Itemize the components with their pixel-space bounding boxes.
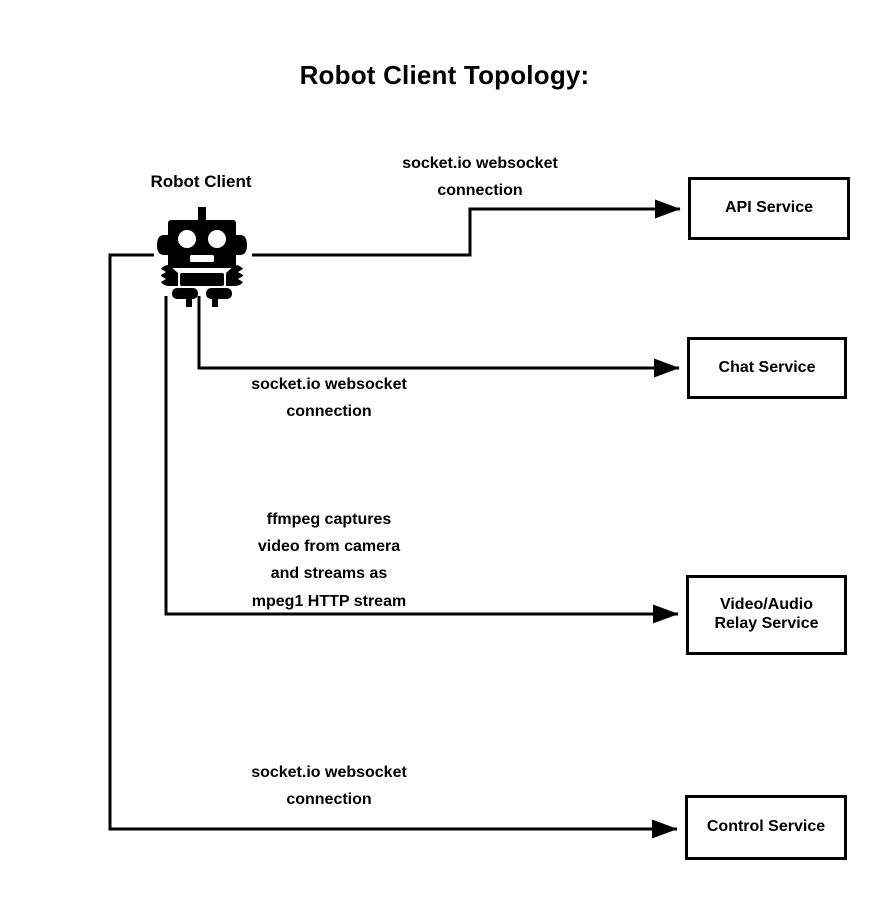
node-control-service[interactable]: Control Service: [685, 795, 847, 860]
node-api-service-label: API Service: [724, 199, 814, 217]
node-relay-service[interactable]: Video/Audio Relay Service: [686, 575, 847, 655]
connector-robot-to-api: [252, 199, 681, 257]
connector-robot-to-relay: [164, 296, 679, 624]
robot-icon: [150, 203, 254, 307]
robot-icon-glyph: [157, 207, 247, 307]
node-control-service-label: Control Service: [706, 818, 826, 836]
node-relay-service-label: Video/Audio Relay Service: [714, 596, 819, 632]
edge-label-control: socket.io websocket connection: [251, 764, 407, 809]
connector-robot-to-chat: [197, 296, 680, 378]
node-chat-service[interactable]: Chat Service: [687, 337, 847, 399]
edge-label-api: socket.io websocket connection: [402, 155, 558, 200]
node-chat-service-label: Chat Service: [718, 358, 816, 376]
edge-label-chat: socket.io websocket connection: [251, 376, 407, 421]
node-api-service[interactable]: API Service: [688, 177, 850, 240]
page-title: Robot Client Topology:: [299, 60, 590, 90]
robot-client-label: Robot Client: [150, 172, 252, 191]
connector-robot-to-control: [108, 253, 678, 839]
edge-label-relay: ffmpeg captures video from camera and st…: [251, 511, 407, 610]
